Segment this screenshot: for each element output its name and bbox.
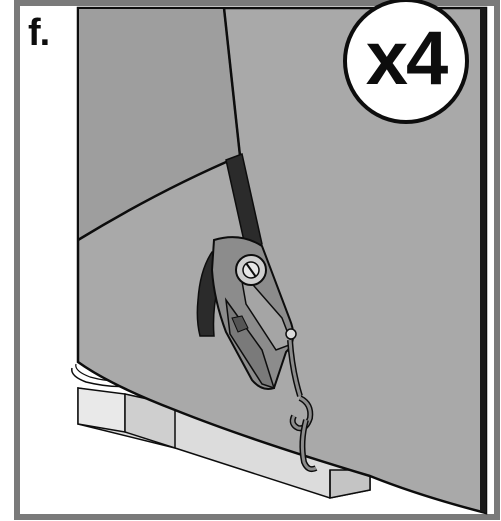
- quantity-badge: x4: [343, 0, 469, 124]
- quantity-badge-text: x4: [343, 21, 469, 97]
- step-label: f.: [28, 14, 49, 52]
